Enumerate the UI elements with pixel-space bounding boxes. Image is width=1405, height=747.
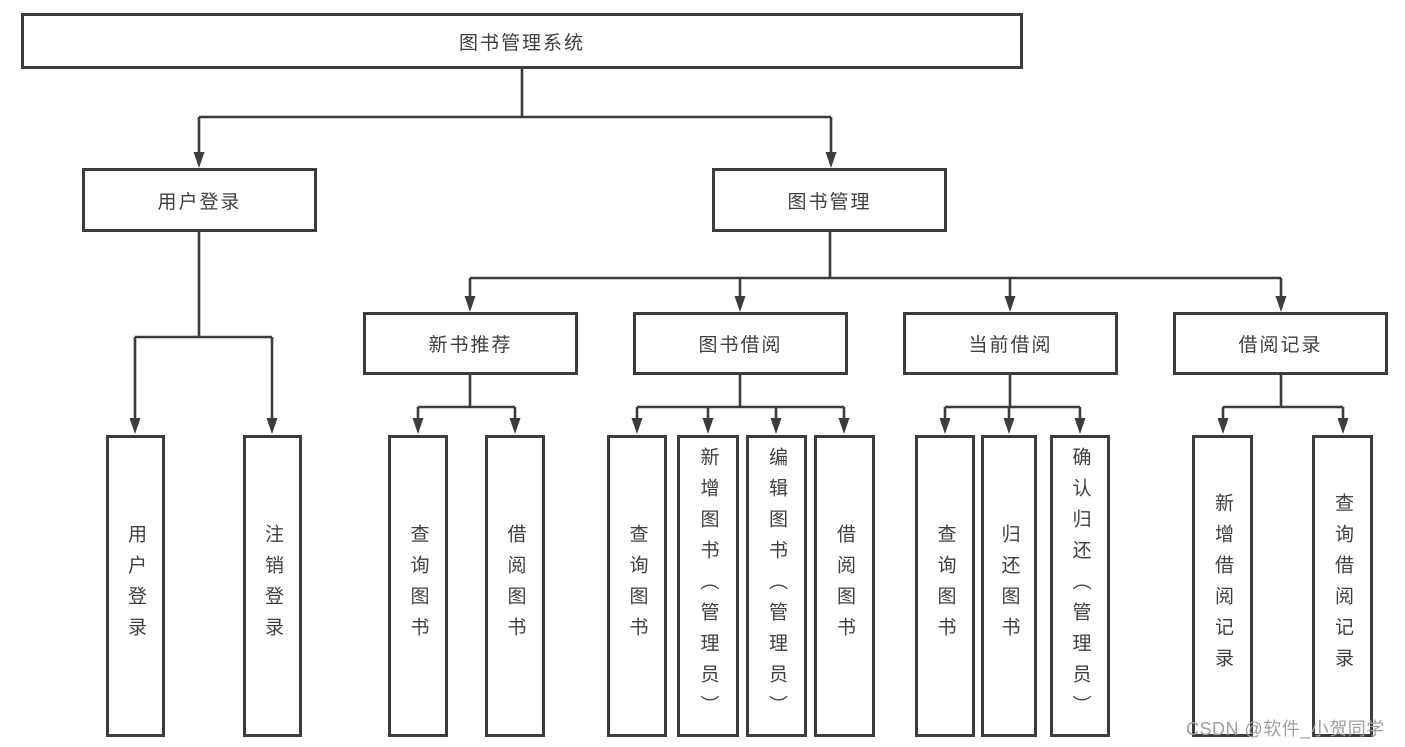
leaf-borrowing-borrow-book: 借阅图书 xyxy=(814,435,875,737)
leaf-borrowing-edit-book-admin-label: 编辑图书（管理员） xyxy=(766,446,787,726)
node-book-borrowing: 图书借阅 xyxy=(633,312,848,375)
node-current-borrowing-label: 当前借阅 xyxy=(968,335,1053,356)
leaf-newbook-borrow-book-label: 借阅图书 xyxy=(504,524,526,648)
node-current-borrowing: 当前借阅 xyxy=(903,312,1118,375)
node-borrow-records-label: 借阅记录 xyxy=(1238,335,1323,356)
node-new-book-recommend: 新书推荐 xyxy=(363,312,578,375)
node-user-login: 用户登录 xyxy=(82,168,317,232)
connector-new-book-to-leaves xyxy=(412,375,521,434)
connector-borrow-records-to-leaves xyxy=(1217,375,1349,434)
leaf-logout: 注销登录 xyxy=(243,435,302,737)
node-book-borrowing-label: 图书借阅 xyxy=(698,335,783,356)
leaf-newbook-query-book-label: 查询图书 xyxy=(407,524,429,648)
leaf-borrowing-edit-book-admin: 编辑图书（管理员） xyxy=(746,435,807,737)
leaf-user-login: 用户登录 xyxy=(106,435,165,737)
leaf-current-return-book: 归还图书 xyxy=(981,435,1037,737)
leaf-user-login-label: 用户登录 xyxy=(125,524,146,648)
leaf-borrowing-borrow-book-label: 借阅图书 xyxy=(834,524,855,648)
leaf-records-add-borrow-record-label: 新增借阅记录 xyxy=(1212,493,1233,679)
connector-book-borrowing-to-leaves xyxy=(631,375,850,434)
leaf-borrowing-query-book: 查询图书 xyxy=(607,435,667,737)
leaf-records-add-borrow-record: 新增借阅记录 xyxy=(1192,435,1253,737)
connector-user-login-to-leaves xyxy=(129,232,278,434)
node-borrow-records: 借阅记录 xyxy=(1173,312,1388,375)
leaf-current-confirm-return-admin-label: 确认归还（管理员） xyxy=(1069,446,1091,726)
leaf-newbook-query-book: 查询图书 xyxy=(388,435,448,737)
leaf-borrowing-query-book-label: 查询图书 xyxy=(626,524,648,648)
node-book-management-label: 图书管理 xyxy=(787,191,872,213)
leaf-newbook-borrow-book: 借阅图书 xyxy=(485,435,545,737)
leaf-current-return-book-label: 归还图书 xyxy=(998,524,1020,648)
connector-root-to-level2 xyxy=(193,69,837,168)
node-new-book-recommend-label: 新书推荐 xyxy=(428,335,513,356)
leaf-records-query-borrow-record-label: 查询借阅记录 xyxy=(1332,493,1353,679)
leaf-borrowing-add-book-admin-label: 新增图书（管理员） xyxy=(697,446,719,726)
leaf-records-query-borrow-record: 查询借阅记录 xyxy=(1312,435,1373,737)
node-user-login-label: 用户登录 xyxy=(157,191,242,213)
node-root-label: 图书管理系统 xyxy=(458,32,585,54)
leaf-logout-label: 注销登录 xyxy=(262,524,283,648)
leaf-borrowing-add-book-admin: 新增图书（管理员） xyxy=(677,435,739,737)
node-book-management: 图书管理 xyxy=(712,168,947,232)
leaf-current-query-book: 查询图书 xyxy=(915,435,975,737)
connector-book-management-to-level3 xyxy=(464,232,1287,312)
node-root: 图书管理系统 xyxy=(21,13,1023,69)
leaf-current-query-book-label: 查询图书 xyxy=(934,524,956,648)
leaf-current-confirm-return-admin: 确认归还（管理员） xyxy=(1050,435,1110,737)
csdn-watermark: CSDN @软件_小贺同学 xyxy=(1186,719,1385,739)
connector-current-borrowing-to-leaves xyxy=(939,375,1086,434)
